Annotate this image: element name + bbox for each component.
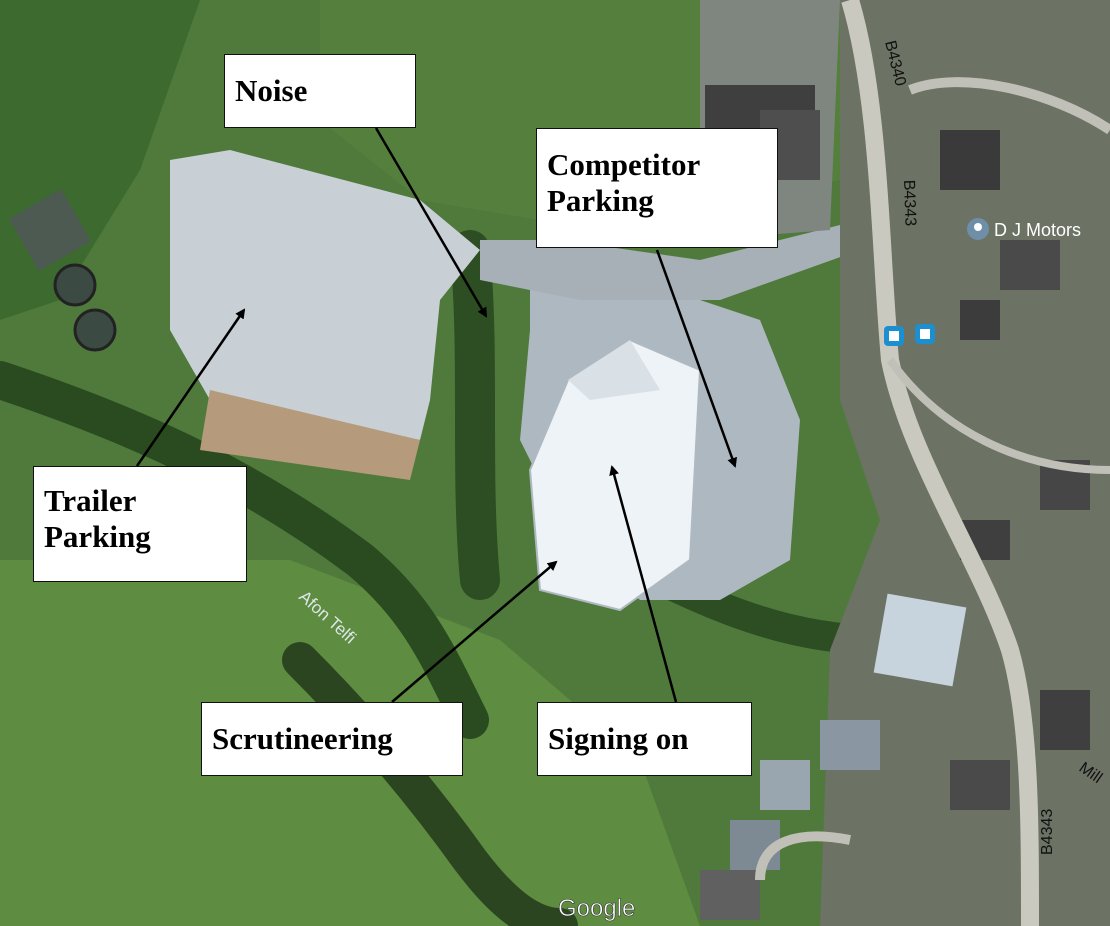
callout-competitor-parking-line1: Competitor bbox=[547, 147, 701, 182]
callout-competitor-parking: Competitor Parking bbox=[536, 128, 778, 248]
poi-dj-motors[interactable]: D J Motors bbox=[967, 218, 1081, 240]
callout-signing-on: Signing on bbox=[537, 702, 752, 776]
town-area bbox=[820, 0, 1110, 926]
sewage-tank bbox=[53, 263, 97, 307]
building bbox=[873, 593, 967, 687]
access-road-area bbox=[480, 220, 860, 300]
bus-stop-icon[interactable] bbox=[915, 324, 935, 344]
callout-scrutineering-label: Scrutineering bbox=[212, 721, 393, 756]
callout-noise-label: Noise bbox=[235, 73, 308, 108]
signing-on-arrow bbox=[609, 465, 678, 703]
callout-trailer-parking: Trailer Parking bbox=[33, 466, 247, 582]
side-road-north[interactable] bbox=[908, 77, 1110, 135]
poi-label-dj-motors: D J Motors bbox=[994, 220, 1081, 240]
building bbox=[950, 760, 1010, 810]
sewage-beds bbox=[9, 189, 91, 271]
bus-stop-icon[interactable] bbox=[884, 326, 904, 346]
callout-noise: Noise bbox=[224, 54, 416, 128]
sand-area bbox=[200, 390, 420, 480]
building bbox=[820, 720, 880, 770]
road-b4343[interactable] bbox=[841, 0, 1039, 926]
side-road[interactable] bbox=[886, 357, 1110, 474]
road-label-b4343-north: B4343 bbox=[900, 180, 919, 227]
scrutineering-arrow bbox=[391, 560, 558, 703]
google-watermark: Google bbox=[558, 895, 635, 922]
noise-arrow bbox=[374, 127, 488, 318]
callout-competitor-parking-line2: Parking bbox=[547, 183, 654, 218]
building bbox=[1040, 690, 1090, 750]
trailer-parking-area bbox=[170, 150, 480, 440]
callout-signing-on-label: Signing on bbox=[548, 721, 689, 756]
building bbox=[1000, 240, 1060, 290]
building bbox=[760, 760, 810, 810]
callout-scrutineering: Scrutineering bbox=[201, 702, 463, 776]
road-label-b4343-south: B4343 bbox=[1039, 809, 1056, 855]
trailer-parking-arrow bbox=[135, 308, 246, 467]
callout-trailer-parking-line1: Trailer bbox=[44, 483, 137, 518]
competitor-parking-arrow bbox=[655, 249, 737, 468]
main-building-roof-detail bbox=[568, 340, 660, 400]
sewage-tank bbox=[73, 308, 117, 352]
building bbox=[700, 870, 760, 920]
map-pin-icon-center bbox=[974, 223, 982, 231]
callout-trailer-parking-line2: Parking bbox=[44, 519, 151, 554]
tree-line-south bbox=[0, 361, 489, 739]
estate-road[interactable] bbox=[755, 831, 851, 881]
building bbox=[940, 130, 1000, 190]
building bbox=[960, 300, 1000, 340]
